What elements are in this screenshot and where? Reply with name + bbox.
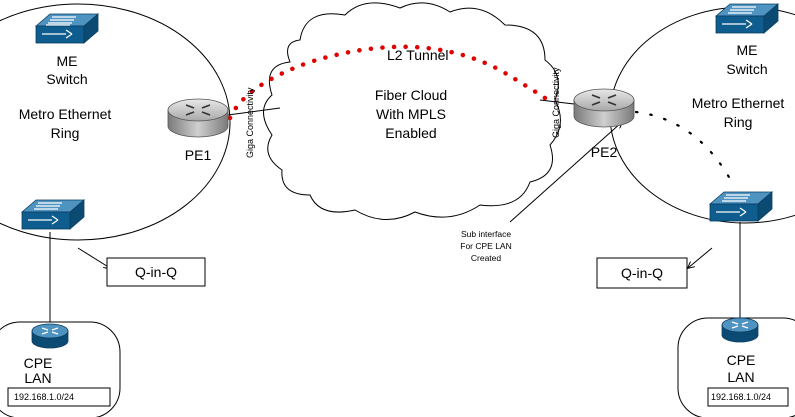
cloud-label-2: With MPLS [376, 106, 446, 122]
right-qinq-box [596, 257, 688, 289]
left-cpe-router-icon [31, 323, 69, 349]
pe2-switch-dotted-link [634, 110, 737, 190]
right-qinq-label: Q-in-Q [621, 265, 663, 281]
right-metro-ring [609, 6, 795, 224]
right-cpe-router-icon [721, 317, 759, 343]
cloud-label-3: Enabled [385, 125, 436, 141]
left-ring-switch-icon [20, 199, 86, 230]
left-me-switch-icon [34, 13, 100, 44]
right-cpe-label: CPE [727, 352, 756, 368]
left-qinq-label: Q-in-Q [135, 264, 177, 280]
pe1-cloud-link [227, 107, 281, 116]
right-me-switch-label: ME [737, 42, 758, 58]
fiber-cloud [263, 2, 561, 221]
giga-connectivity-right-label: Giga Connectivity [551, 67, 561, 138]
left-qinq-arrow [77, 247, 110, 268]
right-subnet-box [707, 387, 789, 407]
right-subnet-label: 192.168.1.0/24 [711, 392, 771, 402]
subinterface-label-2: For CPE LAN [460, 241, 512, 251]
pe2-router-icon [573, 88, 635, 128]
left-me-switch-label-2: Switch [46, 71, 87, 87]
left-qinq-box [106, 257, 206, 287]
right-ring-switch-icon [708, 191, 774, 222]
pe1-label: PE1 [185, 147, 212, 163]
left-ring-label: Metro Ethernet [19, 106, 112, 122]
subinterface-label-3: Created [471, 253, 502, 263]
giga-connectivity-left-label: Giga Connectivity [245, 87, 255, 158]
subinterface-arrow [509, 122, 622, 223]
left-cpe-label: CPE [24, 355, 53, 371]
left-subnet-label: 192.168.1.0/24 [14, 392, 74, 402]
cloud-label-1: Fiber Cloud [375, 87, 447, 103]
pe2-cloud-link [539, 99, 575, 105]
subinterface-label-1: Sub interface [461, 229, 511, 239]
right-lan-label: LAN [727, 369, 754, 385]
l2-tunnel [227, 44, 551, 121]
right-ring-label-2: Ring [724, 114, 753, 130]
left-lan-label: LAN [24, 370, 51, 386]
left-me-switch-label: ME [57, 53, 78, 69]
pe1-router-icon [167, 98, 229, 138]
left-metro-ring [0, 3, 231, 241]
left-ring-label-2: Ring [51, 125, 80, 141]
right-me-switch-label-2: Switch [726, 61, 767, 77]
left-subnet-box [7, 387, 111, 407]
l2-tunnel-label: L2 Tunnel [387, 47, 449, 63]
right-ring-label: Metro Ethernet [692, 95, 785, 111]
right-qinq-arrow [688, 247, 713, 268]
pe2-label: PE2 [591, 144, 618, 160]
right-me-switch-icon [714, 3, 780, 34]
